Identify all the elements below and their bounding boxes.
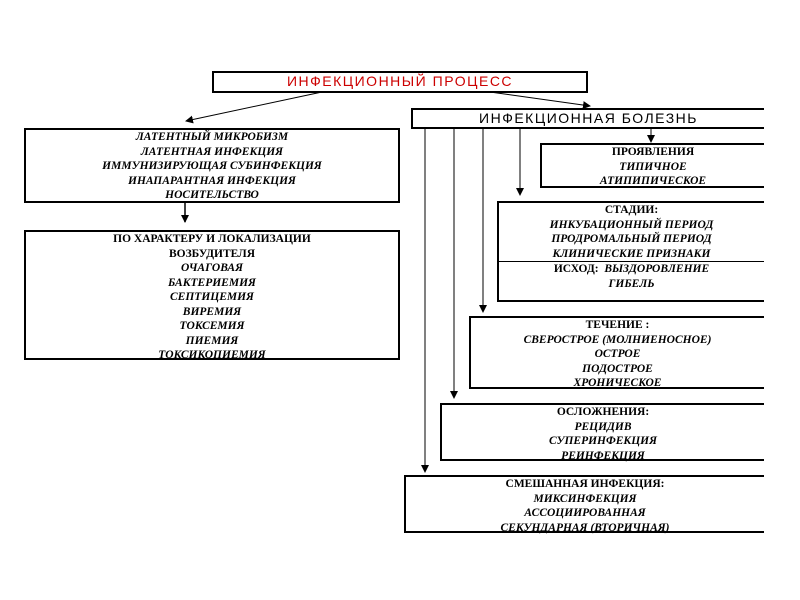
disease-title: ИНФЕКЦИОННАЯ БОЛЕЗНЬ xyxy=(479,110,698,126)
localization-item: ОЧАГОВАЯ xyxy=(180,262,244,274)
localization-item: ПИЕМИЯ xyxy=(185,334,239,347)
stages-item: ИНКУБАЦИОННЫЙ ПЕРИОД xyxy=(549,218,714,231)
latent-item: ИНАПАРАНТНАЯ ИНФЕКЦИЯ xyxy=(128,174,296,187)
latent-item: ЛАТЕНТНАЯ ИНФЕКЦИЯ xyxy=(140,145,284,158)
outcome-row: ИСХОД: ВЫЗДОРОВЛЕНИЕ xyxy=(499,262,764,277)
localization-heading: ВОЗБУДИТЕЛЯ xyxy=(168,247,256,260)
complications-box: ОСЛОЖНЕНИЯ: РЕЦИДИВ СУПЕРИНФЕКЦИЯ РЕИНФЕ… xyxy=(440,403,764,462)
localization-item: СЕПТИЦЕМИЯ xyxy=(170,291,254,303)
course-item: ПОДОСТРОЕ xyxy=(582,362,653,375)
latent-box: ЛАТЕНТНЫЙ МИКРОБИЗМ ЛАТЕНТНАЯ ИНФЕКЦИЯ И… xyxy=(24,128,400,203)
latent-item: НОСИТЕЛЬСТВО xyxy=(165,189,259,201)
complications-item: СУПЕРИНФЕКЦИЯ xyxy=(548,435,658,447)
outcome-item: ВЫЗДОРОВЛЕНИЕ xyxy=(604,263,710,275)
root-title: ИНФЕКЦИОННЫЙ ПРОЦЕСС xyxy=(286,73,514,89)
manifestations-heading: ПРОЯВЛЕНИЯ xyxy=(611,146,695,158)
complications-item: РЕЦИДИВ xyxy=(574,420,632,433)
localization-heading: ПО ХАРАКТЕРУ И ЛОКАЛИЗАЦИИ xyxy=(113,233,311,245)
complications-item: РЕИНФЕКЦИЯ xyxy=(561,449,645,462)
disease-box: ИНФЕКЦИОННАЯ БОЛЕЗНЬ xyxy=(411,108,764,129)
localization-item: ВИРЕМИЯ xyxy=(182,305,242,318)
stages-divider xyxy=(499,261,764,262)
mixed-heading: СМЕШАННАЯ ИНФЕКЦИЯ: xyxy=(505,478,665,490)
localization-box: ПО ХАРАКТЕРУ И ЛОКАЛИЗАЦИИ ВОЗБУДИТЕЛЯ О… xyxy=(24,230,400,361)
outcome-label: ИСХОД: xyxy=(553,263,599,275)
course-item: ХРОНИЧЕСКОЕ xyxy=(573,377,662,389)
mixed-box: СМЕШАННАЯ ИНФЕКЦИЯ: МИКСИНФЕКЦИЯ АССОЦИИ… xyxy=(404,475,764,534)
stages-item: КЛИНИЧЕСКИЕ ПРИЗНАКИ xyxy=(552,247,711,260)
localization-item: ТОКСЕМИЯ xyxy=(179,320,245,332)
manifestations-item: АТИПИПИЧЕСКОЕ xyxy=(599,175,707,187)
localization-item: БАКТЕРИЕМИЯ xyxy=(168,276,256,289)
manifestations-item: ТИПИЧНОЕ xyxy=(619,160,687,173)
latent-item: ЛАТЕНТНЫЙ МИКРОБИЗМ xyxy=(135,131,289,143)
course-item: ОСТРОЕ xyxy=(594,348,641,360)
arrow-to-disease xyxy=(489,91,591,109)
complications-heading: ОСЛОЖНЕНИЯ: xyxy=(556,406,650,418)
mixed-item: АССОЦИИРОВАННАЯ xyxy=(524,507,646,519)
stages-heading: СТАДИИ: xyxy=(604,204,659,216)
outcome-item: ГИБЕЛЬ xyxy=(608,277,655,290)
stages-box: СТАДИИ: ИНКУБАЦИОННЫЙ ПЕРИОД ПРОДРОМАЛЬН… xyxy=(497,201,764,302)
manifestations-box: ПРОЯВЛЕНИЯ ТИПИЧНОЕ АТИПИПИЧЕСКОЕ xyxy=(540,143,764,188)
mixed-item: МИКСИНФЕКЦИЯ xyxy=(533,492,637,505)
course-heading: ТЕЧЕНИЕ : xyxy=(585,319,650,331)
root-box: ИНФЕКЦИОННЫЙ ПРОЦЕСС xyxy=(212,71,588,93)
stages-item: ПРОДРОМАЛЬНЫЙ ПЕРИОД xyxy=(551,233,712,245)
arrow-to-latent xyxy=(185,91,323,124)
localization-item: ТОКСИКОПИЕМИЯ xyxy=(158,349,266,361)
latent-item: ИММУНИЗИРУЮЩАЯ СУБИНФЕКЦИЯ xyxy=(102,160,322,172)
course-box: ТЕЧЕНИЕ : СВЕРОСТРОЕ (МОЛНИЕНОСНОЕ) ОСТР… xyxy=(469,316,764,389)
mixed-item: СЕКУНДАРНАЯ (ВТОРИЧНАЯ) xyxy=(500,521,670,534)
course-item: СВЕРОСТРОЕ (МОЛНИЕНОСНОЕ) xyxy=(523,333,712,346)
